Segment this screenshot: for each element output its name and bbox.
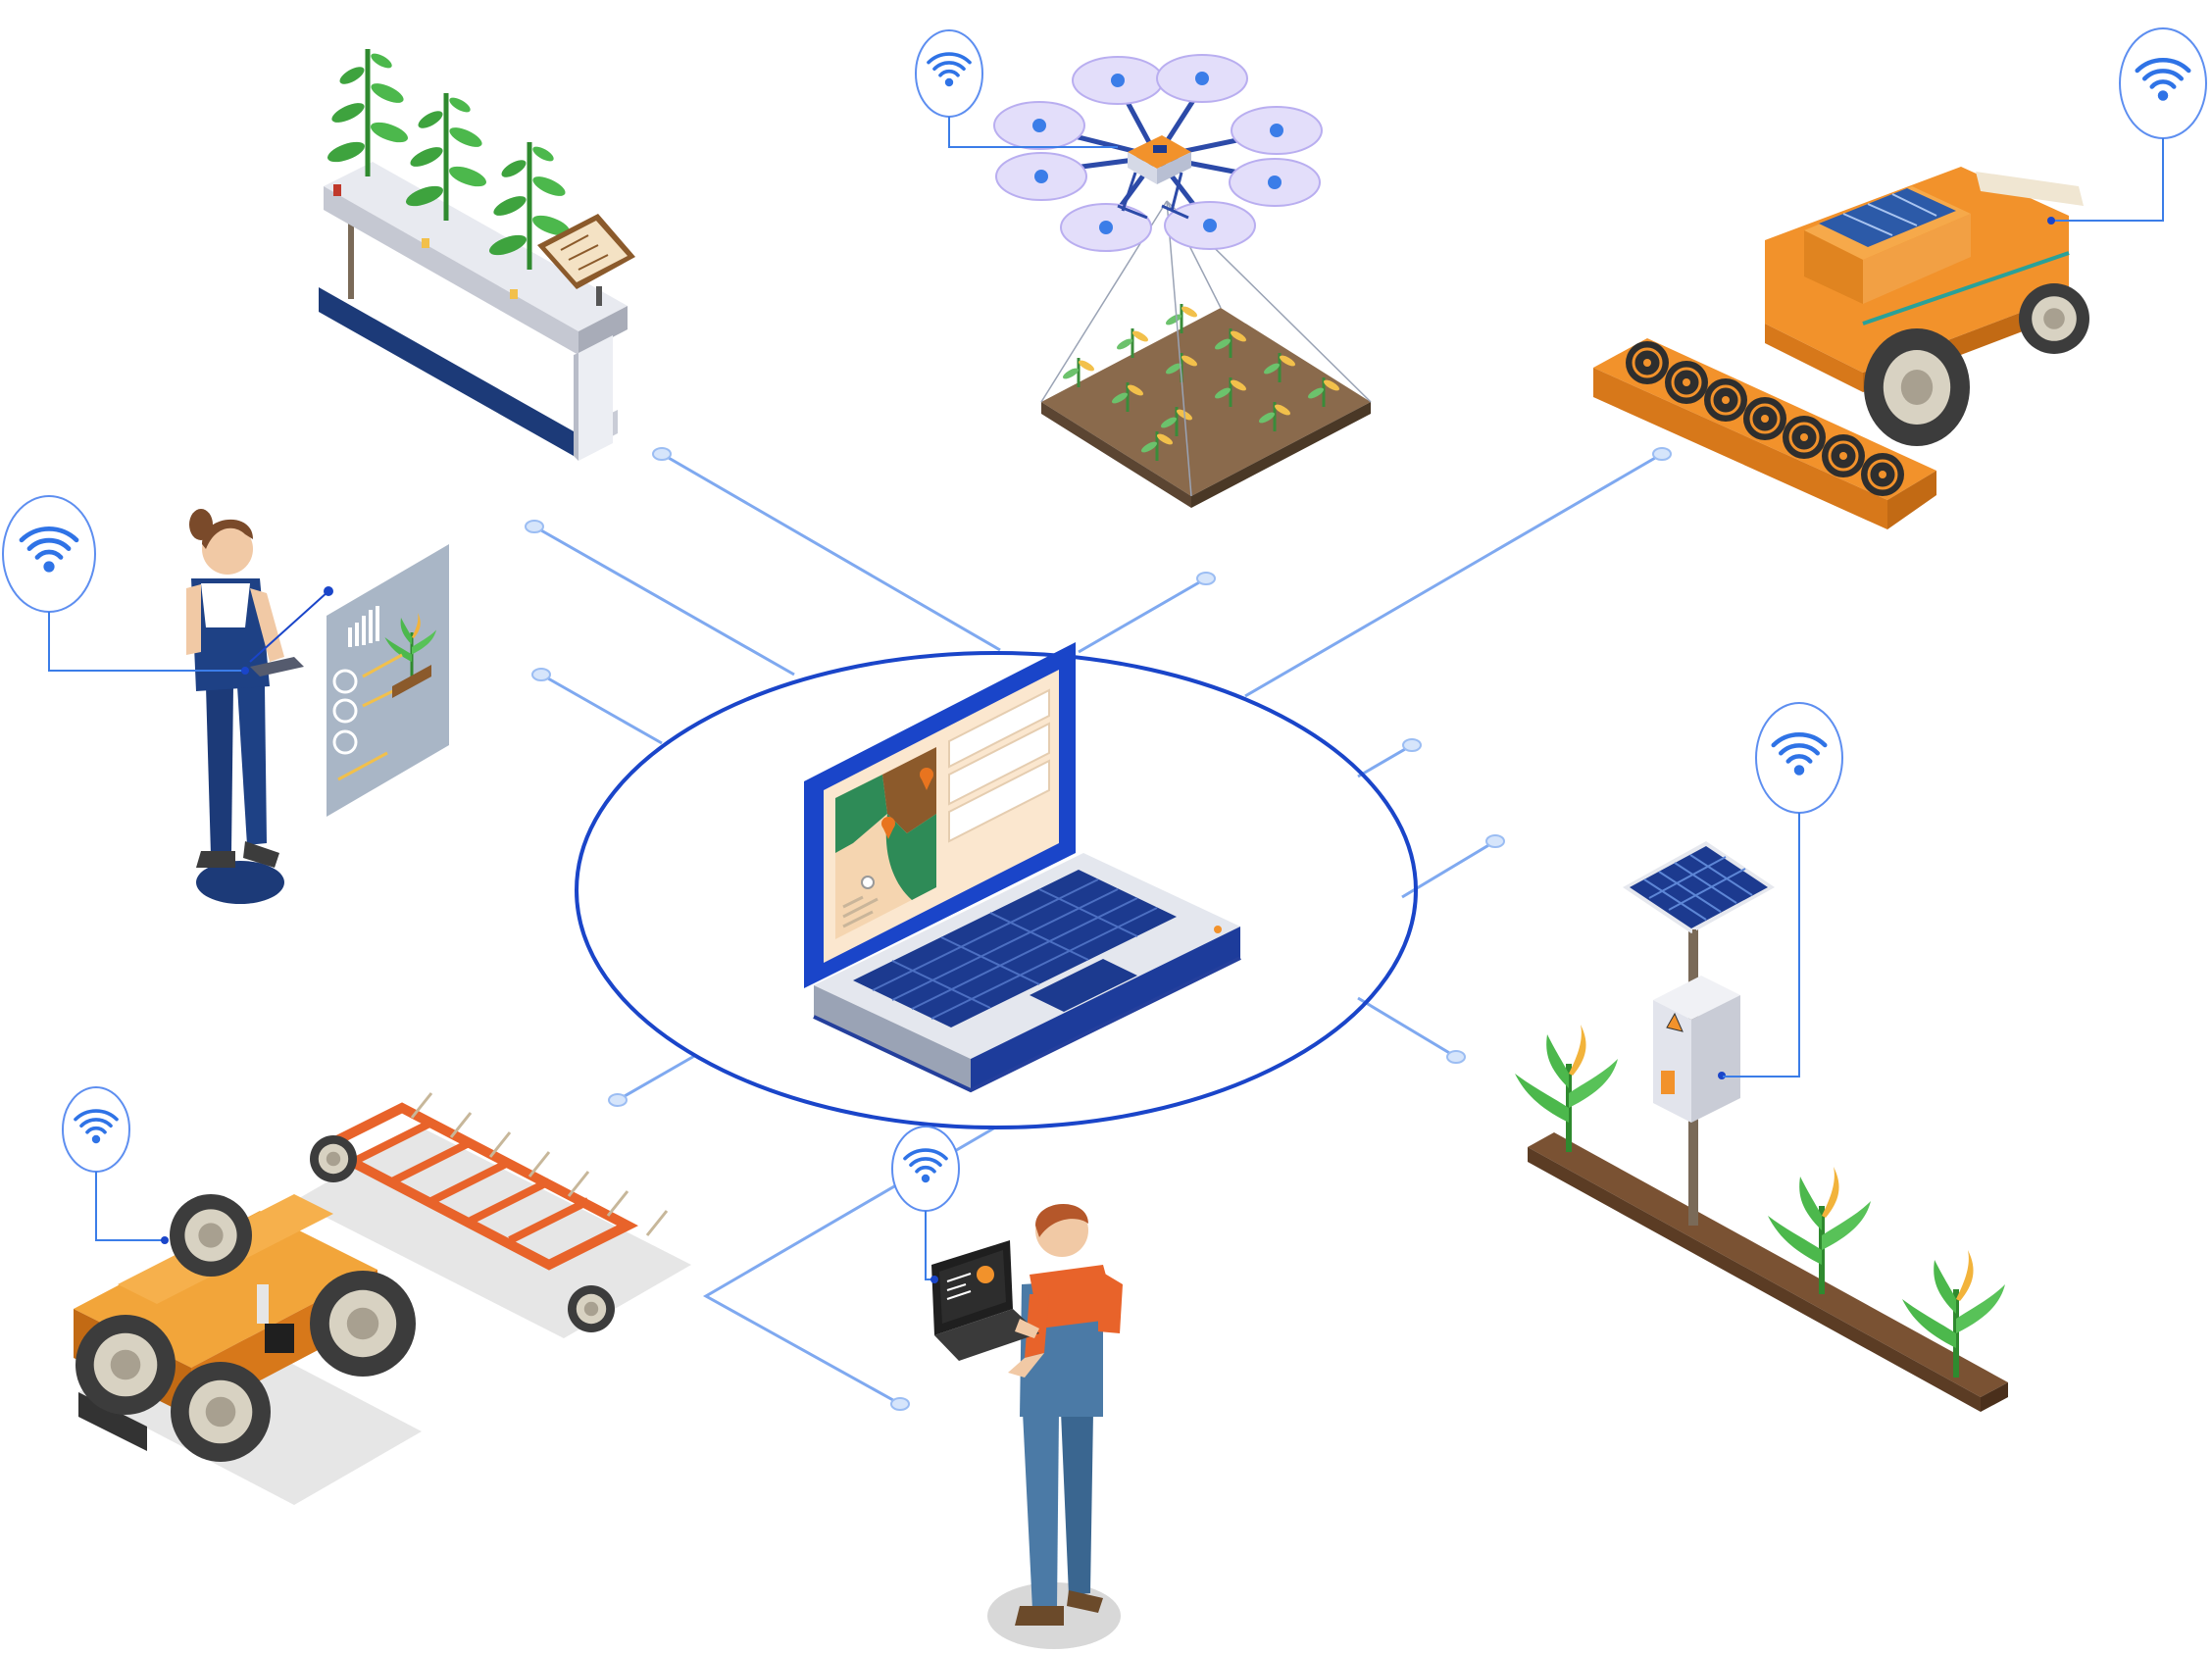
screen-text-panel bbox=[948, 688, 1050, 843]
link-woman-upper bbox=[533, 525, 795, 677]
warning-icon bbox=[1666, 1012, 1684, 1032]
vertical-farm-plant bbox=[325, 49, 411, 176]
combine-harvester[interactable] bbox=[1593, 167, 2089, 529]
vertical-farm bbox=[319, 49, 635, 461]
link-right-upper bbox=[1357, 743, 1413, 778]
link-harvester bbox=[1244, 452, 1663, 698]
wifi-icon bbox=[2047, 27, 2207, 225]
agri-drone-group bbox=[993, 54, 1372, 508]
wifi-icon bbox=[62, 1086, 169, 1244]
wifi-icon bbox=[2, 495, 249, 675]
farmer-man bbox=[931, 1203, 1123, 1649]
control-panel bbox=[537, 214, 635, 306]
link-vertical-farm bbox=[661, 452, 1001, 652]
solar-sensor-station bbox=[1515, 841, 2008, 1412]
farmer-woman bbox=[186, 509, 333, 904]
solar-panel bbox=[1623, 841, 1775, 969]
hub-ring bbox=[575, 651, 1418, 1129]
hub-laptop[interactable] bbox=[804, 642, 1241, 1093]
link-drone bbox=[1078, 576, 1207, 654]
connection-endpoints bbox=[525, 447, 1672, 1411]
wifi-badges bbox=[2, 27, 2207, 1283]
drone[interactable] bbox=[993, 54, 1323, 252]
map-pin-icon bbox=[861, 768, 933, 889]
screen-map bbox=[835, 747, 936, 939]
link-woman-lower bbox=[540, 673, 663, 745]
wifi-icon bbox=[891, 1126, 960, 1283]
wifi-icon bbox=[1723, 702, 1843, 1078]
link-right-low bbox=[1357, 996, 1457, 1059]
wifi-icon bbox=[915, 29, 1118, 148]
floating-dashboard bbox=[327, 544, 449, 817]
link-tractor bbox=[617, 1053, 697, 1102]
autonomous-tractor[interactable] bbox=[74, 1092, 691, 1505]
